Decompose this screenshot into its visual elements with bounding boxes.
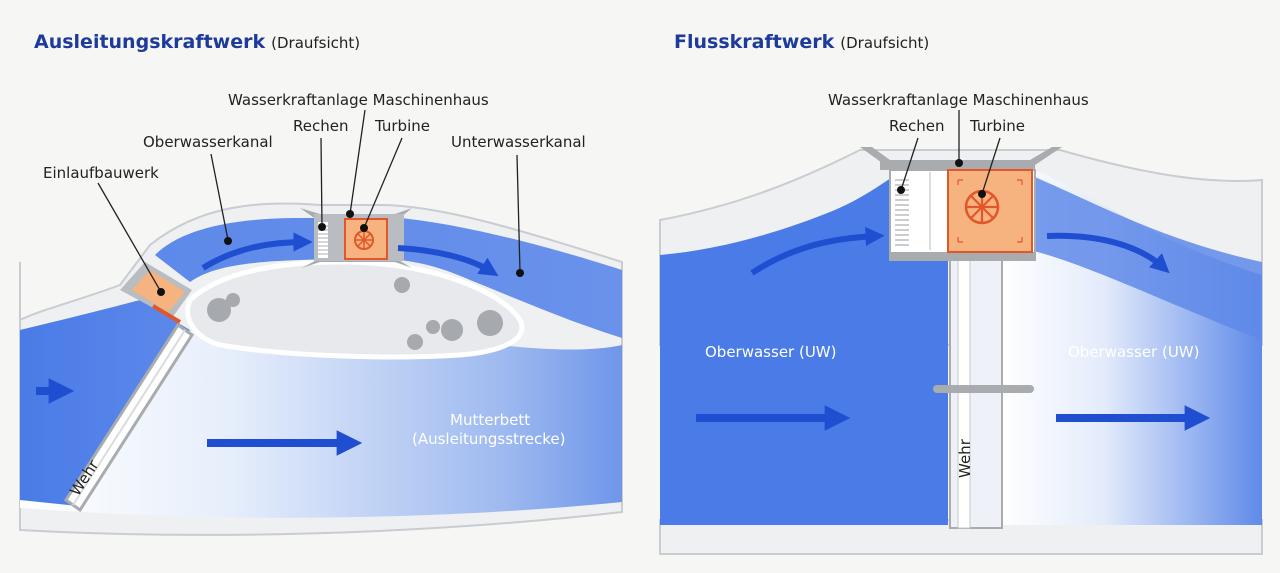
right-arrow-outflow [1046,232,1170,274]
left-label-unterwasserkanal: Unterwasserkanal [451,133,586,151]
right-subtitle: (Draufsicht) [840,34,930,52]
left-label-mutterbett: Mutterbett [450,411,530,429]
left-river-upstream [20,300,190,506]
right-weir [933,257,1034,529]
left-maschinenhaus [300,208,412,268]
left-diagram: Wasserkraftanlage Maschinenhaus Rechen T… [19,91,623,536]
left-canal [155,218,622,338]
right-leader-lines [900,110,1001,195]
left-label-rechen: Rechen [293,117,348,135]
right-water-upstream [660,172,948,525]
left-arrow-unterwasserkanal [397,245,499,277]
left-label-maschinenhaus: Wasserkraftanlage Maschinenhaus [228,91,489,109]
right-label-maschinenhaus: Wasserkraftanlage Maschinenhaus [828,91,1089,109]
right-title: Flusskraftwerk(Draufsicht) [674,31,930,53]
right-label-turbine: Turbine [969,117,1025,135]
left-label-turbine: Turbine [374,117,430,135]
right-label-oberwasser-left: Oberwasser (UW) [705,343,837,361]
right-diagram: Wasserkraftanlage Maschinenhaus Rechen T… [659,91,1263,555]
right-leader-dots [897,159,986,198]
left-gravel [207,277,503,350]
left-label-einlaufbauwerk: Einlaufbauwerk [43,164,159,182]
left-title: Ausleitungskraftwerk(Draufsicht) [34,31,361,53]
left-weir [63,322,195,513]
left-subtitle: (Draufsicht) [271,34,361,52]
right-label-oberwasser-right: Oberwasser (UW) [1068,343,1200,361]
right-label-rechen: Rechen [889,117,944,135]
left-leader-dots [157,210,524,296]
right-label-wehr: Wehr [956,438,974,478]
left-label-ausleitungsstrecke: (Ausleitungsstrecke) [412,430,565,448]
left-label-oberwasserkanal: Oberwasserkanal [143,133,273,151]
left-leader-lines [97,109,521,293]
left-arrow-oberwasserkanal [201,232,313,271]
right-arrow-intake [750,226,885,276]
